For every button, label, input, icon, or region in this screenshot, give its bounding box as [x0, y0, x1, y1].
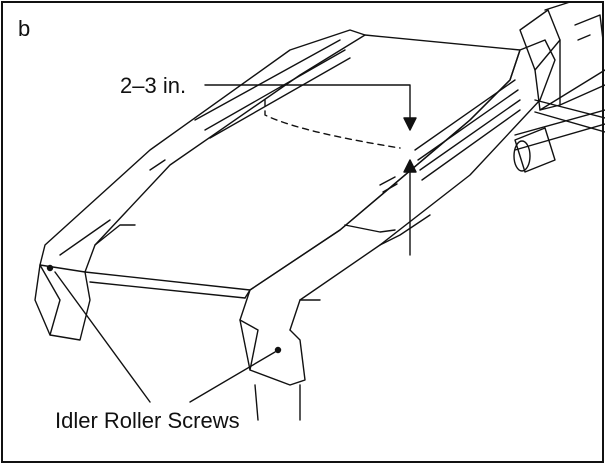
- left-screw-callout-line: [54, 271, 151, 403]
- right-rail-vents: [379, 79, 521, 193]
- left-screw-hole: [46, 264, 54, 272]
- measurement-leader-line: [204, 84, 411, 126]
- upright-frame: [514, 1, 605, 151]
- up-arrowhead: [403, 159, 417, 173]
- rear-wheel: [513, 127, 556, 173]
- right-screw-callout-line: [189, 351, 276, 403]
- belt-lift-measurement-label: 2–3 in.: [120, 73, 187, 98]
- left-rail-vents: [194, 39, 351, 139]
- lifted-belt-dashed-line: [264, 99, 401, 149]
- right-screw-hole: [274, 346, 282, 354]
- down-arrowhead: [403, 117, 417, 131]
- panel-letter: b: [18, 16, 31, 41]
- right-side-rail: [239, 39, 556, 421]
- idler-roller-screws-label: Idler Roller Screws: [55, 408, 240, 433]
